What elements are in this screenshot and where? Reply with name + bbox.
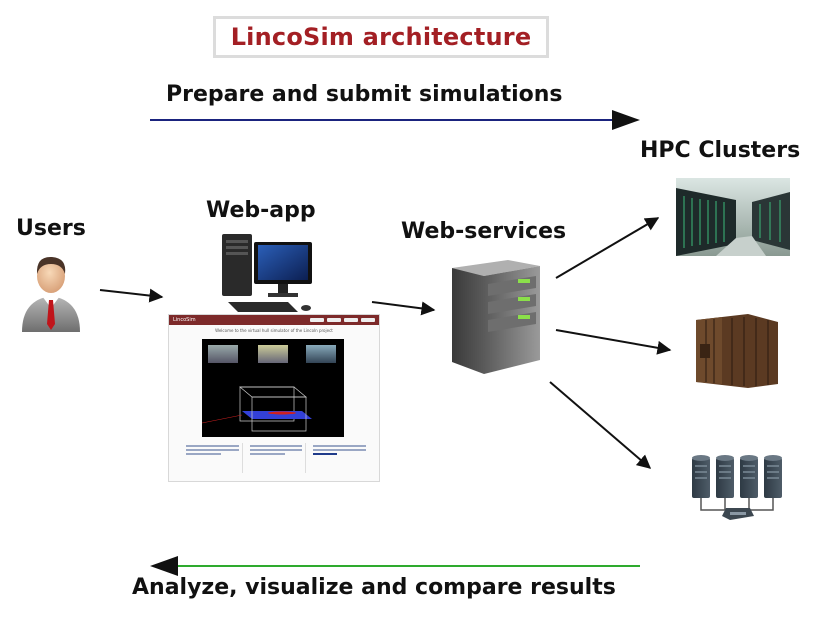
webapp-3d-view [202, 339, 344, 437]
server-icon [452, 260, 540, 374]
webservices-to-hpc3-arrow [549, 381, 652, 469]
webapp-footer [183, 443, 369, 473]
webapp-label: Web-app [206, 198, 316, 223]
webservices-to-hpc2-arrow [555, 329, 672, 355]
webservices-to-hpc1-arrow [555, 217, 660, 279]
webapp-to-webservices-arrow [371, 301, 436, 316]
hpc-label: HPC Clusters [640, 138, 801, 163]
webservices-label: Web-services [401, 219, 567, 244]
desktop-computer-icon [222, 234, 312, 312]
server-network-icon [692, 455, 782, 520]
analyze-arrow [150, 556, 640, 576]
hpc-cluster-photo [676, 178, 790, 256]
webapp-brand: LincoSim [173, 317, 196, 323]
users-to-webapp-arrow [99, 288, 164, 303]
webapp-screenshot: LincoSim Welcome to the virtual hull sim… [168, 314, 380, 482]
diagram-title: LincoSim architecture [230, 23, 532, 51]
hpc-rack-photo [696, 314, 778, 388]
analyze-label: Analyze, visualize and compare results [132, 575, 616, 600]
user-icon [22, 256, 80, 332]
title-box: LincoSim architecture [213, 16, 549, 58]
users-label: Users [16, 216, 86, 241]
webapp-navbar: LincoSim [169, 315, 379, 325]
prepare-label: Prepare and submit simulations [166, 82, 563, 107]
webapp-welcome-text: Welcome to the virtual hull simulator of… [215, 328, 333, 333]
prepare-arrow [150, 110, 640, 130]
